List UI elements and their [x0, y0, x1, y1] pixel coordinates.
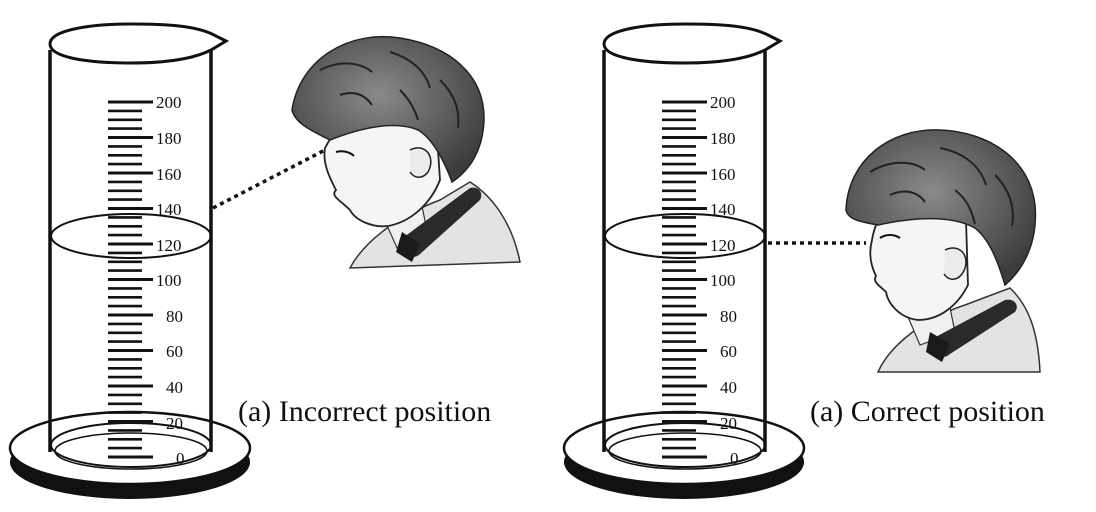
- scale-label-40: 40: [720, 378, 737, 397]
- scale-label-140: 140: [156, 200, 182, 219]
- panel-correct: 0 20 40 60 80 100 120 140 160 180 200: [564, 24, 1045, 499]
- boy-incorrect: [292, 37, 520, 268]
- scale-label-60: 60: [166, 342, 183, 361]
- scale-label-120: 120: [710, 236, 736, 255]
- scale-label-200: 200: [710, 93, 736, 112]
- panel-incorrect: 0 20 40 60 80 100 120 140 160 180 200: [10, 24, 520, 499]
- scale-label-200: 200: [156, 93, 182, 112]
- scale-label-60: 60: [720, 342, 737, 361]
- scale-ticks: [662, 102, 707, 457]
- scale-label-80: 80: [720, 307, 737, 326]
- scale-label-80: 80: [166, 307, 183, 326]
- scale-labels: 0 20 40 60 80 100 120 140 160 180 200: [156, 93, 185, 468]
- scale-label-40: 40: [166, 378, 183, 397]
- cylinder-rim: [604, 24, 780, 63]
- scale-label-160: 160: [710, 165, 736, 184]
- scale-label-0: 0: [176, 449, 185, 468]
- scale-ticks: [108, 102, 153, 457]
- scale-label-100: 100: [710, 271, 736, 290]
- sightline-incorrect: [213, 150, 325, 208]
- cylinder-left: 0 20 40 60 80 100 120 140 160 180 200: [10, 24, 250, 499]
- scale-label-160: 160: [156, 165, 182, 184]
- scale-label-140: 140: [710, 200, 736, 219]
- scale-label-180: 180: [156, 129, 182, 148]
- caption-incorrect: (a) Incorrect position: [238, 395, 491, 428]
- scale-labels: 0 20 40 60 80 100 120 140 160 180 200: [710, 93, 739, 468]
- caption-correct: (a) Correct position: [810, 395, 1045, 428]
- scale-label-180: 180: [710, 129, 736, 148]
- scale-label-120: 120: [156, 236, 182, 255]
- cylinder-rim: [50, 24, 226, 63]
- scale-label-100: 100: [156, 271, 182, 290]
- boy-correct: [846, 130, 1040, 372]
- scale-label-20: 20: [166, 414, 183, 433]
- cylinder-right: 0 20 40 60 80 100 120 140 160 180 200: [564, 24, 804, 499]
- scale-label-0: 0: [730, 449, 739, 468]
- scale-label-20: 20: [720, 414, 737, 433]
